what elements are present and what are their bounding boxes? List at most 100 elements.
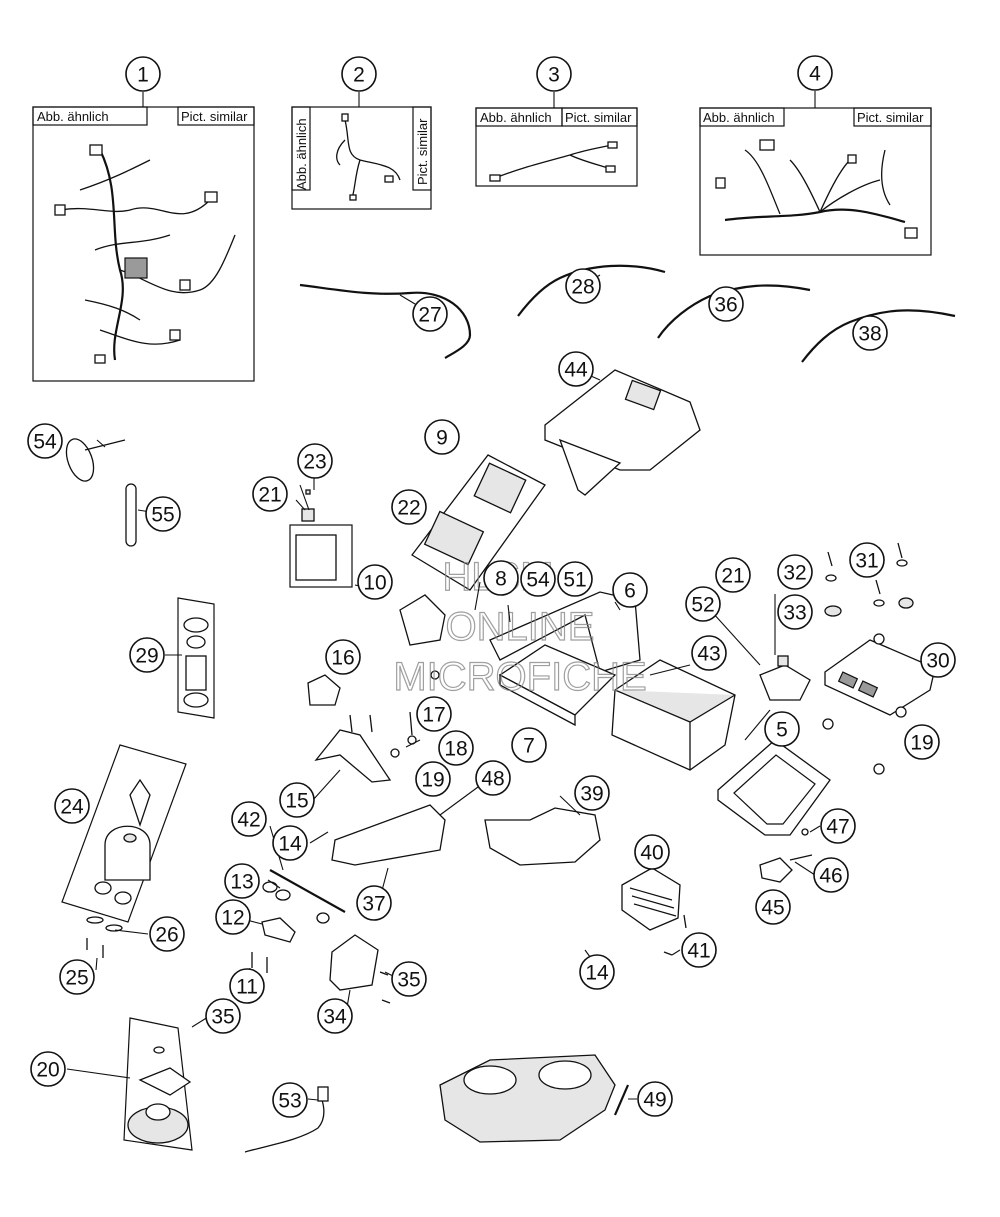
callout-circle: [356, 885, 392, 921]
callout-circle: [715, 557, 751, 593]
callout-circle: [59, 959, 95, 995]
callout-circle: [777, 554, 813, 590]
callout-number: 4: [809, 63, 821, 86]
watermark-line-2: ONLINE: [446, 605, 595, 649]
callout-number: 2: [353, 64, 365, 87]
panel-label-en: Pict. similar: [181, 109, 248, 124]
callout-circle: [520, 561, 556, 597]
callout-45: 45: [755, 889, 791, 925]
callout-number: 54: [33, 431, 57, 454]
callout-circle: [483, 560, 519, 596]
callout-37: 37: [356, 885, 392, 921]
callout-number: 45: [761, 897, 784, 920]
callout-35: 35: [391, 961, 427, 997]
relay-box: [289, 489, 446, 646]
callout-13: 13: [224, 863, 260, 899]
callout-number: 46: [819, 865, 842, 888]
lock-screws: [86, 916, 123, 958]
throttle-body: [439, 1054, 630, 1143]
callout-53: 53: [272, 1082, 308, 1118]
panel-label-de: Abb. ähnlich: [294, 118, 309, 190]
callout-number: 44: [564, 359, 588, 382]
connector-45: [759, 828, 813, 883]
callout-circle: [755, 889, 791, 925]
module-34: [329, 934, 391, 1004]
callout-5: 5: [764, 711, 800, 747]
callout-circle: [272, 825, 308, 861]
callout-4: 4: [797, 55, 833, 91]
callout-21: 21: [715, 557, 751, 593]
callout-number: 7: [523, 735, 535, 758]
panel-label-en: Pict. similar: [857, 110, 924, 125]
callout-18: 18: [438, 730, 474, 766]
callout-circle: [634, 834, 670, 870]
callout-20: 20: [30, 1051, 66, 1087]
callout-circle: [777, 594, 813, 630]
callout-32: 32: [777, 554, 813, 590]
callout-circle: [813, 857, 849, 893]
callout-40: 40: [634, 834, 670, 870]
panel-label-en: Pict. similar: [415, 118, 430, 185]
holder-16: [307, 674, 341, 706]
callout-circle: [54, 788, 90, 824]
sensor-cable: [244, 1086, 329, 1153]
callout-19: 19: [904, 724, 940, 760]
callout-number: 11: [236, 976, 258, 999]
watermark-line-3: MICROFICHE: [393, 655, 646, 699]
callout-circle: [557, 561, 593, 597]
callout-circle: [574, 775, 610, 811]
callout-number: 47: [826, 816, 849, 839]
callout-number: 15: [285, 790, 308, 813]
callout-circle: [558, 351, 594, 387]
callout-number: 37: [362, 893, 385, 916]
callout-circle: [30, 1051, 66, 1087]
callout-circle: [231, 801, 267, 837]
callout-circle: [637, 1081, 673, 1117]
callout-number: 39: [580, 783, 603, 806]
callout-circle: [125, 56, 161, 92]
callout-circle: [145, 496, 181, 532]
callout-circle: [391, 489, 427, 525]
callout-number: 34: [323, 1006, 347, 1029]
callout-54: 54: [27, 423, 63, 459]
callout-16: 16: [325, 639, 361, 675]
callout-number: 27: [418, 304, 441, 327]
callout-circle: [224, 863, 260, 899]
callout-number: 55: [151, 504, 174, 527]
callout-3: 3: [536, 56, 572, 92]
callout-8: 8: [483, 560, 519, 596]
callout-15: 15: [279, 782, 315, 818]
callout-24: 24: [54, 788, 90, 824]
cover-39: [484, 807, 601, 866]
callout-number: 48: [481, 768, 504, 791]
callout-19: 19: [415, 761, 451, 797]
panel-label-en: Pict. similar: [565, 110, 632, 125]
callout-number: 23: [303, 451, 326, 474]
callout-circle: [764, 711, 800, 747]
battery-tray: [544, 369, 701, 496]
callout-number: 41: [687, 940, 710, 963]
callout-circle: [565, 268, 601, 304]
callout-number: 21: [721, 565, 744, 588]
callout-25: 25: [59, 959, 95, 995]
callout-number: 19: [910, 732, 933, 755]
battery-cables: [299, 264, 956, 363]
callout-number: 33: [783, 602, 806, 625]
callout-circle: [149, 916, 185, 952]
callout-number: 40: [640, 842, 663, 865]
callout-39: 39: [574, 775, 610, 811]
callout-number: 53: [278, 1090, 301, 1113]
callout-number: 21: [258, 484, 281, 507]
callout-49: 49: [637, 1081, 673, 1117]
callout-number: 13: [230, 871, 253, 894]
callout-number: 25: [65, 967, 88, 990]
callout-number: 54: [526, 569, 550, 592]
callout-26: 26: [149, 916, 185, 952]
screw-set-17-19: [390, 670, 440, 758]
panel-label-de: Abb. ähnlich: [480, 110, 552, 125]
callout-circle: [691, 635, 727, 671]
callout-9: 9: [424, 419, 460, 455]
callout-30: 30: [920, 642, 956, 678]
callout-number: 35: [397, 969, 420, 992]
